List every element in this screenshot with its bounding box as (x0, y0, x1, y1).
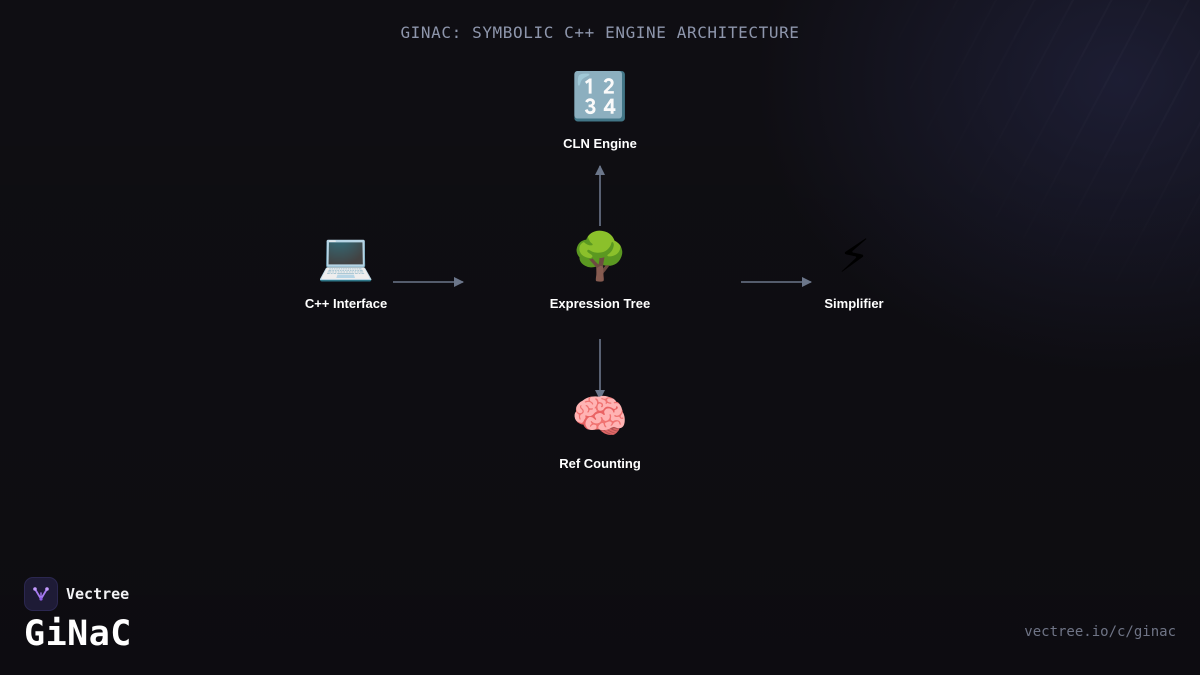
source-url: vectree.io/c/ginac (1024, 624, 1176, 640)
node-label: Simplifier (824, 296, 884, 311)
product-name: GiNaC (24, 614, 132, 654)
node-label: CLN Engine (563, 136, 637, 151)
node-label: C++ Interface (304, 296, 388, 311)
node-expression-tree: 🌳 Expression Tree (520, 228, 680, 311)
lightning-icon: ⚡ (837, 229, 871, 283)
numbers-icon: 🔢 (571, 69, 629, 123)
node-cln-engine: 🔢 CLN Engine (520, 68, 680, 151)
brand-name: Vectree (66, 585, 130, 603)
node-ref-counting: 🧠 Ref Counting (520, 388, 680, 471)
tree-icon: 🌳 (571, 229, 629, 283)
vectree-logo-icon (24, 577, 58, 611)
node-label: Expression Tree (549, 296, 651, 311)
node-cpp-interface: 💻 C++ Interface (266, 228, 426, 311)
laptop-icon: 💻 (317, 229, 375, 283)
node-label: Ref Counting (559, 456, 641, 471)
diagram-title: GINAC: SYMBOLIC C++ ENGINE ARCHITECTURE (400, 23, 800, 42)
node-simplifier: ⚡ Simplifier (774, 228, 934, 311)
brand-block: Vectree GiNaC (24, 577, 132, 655)
brain-icon: 🧠 (571, 389, 629, 443)
